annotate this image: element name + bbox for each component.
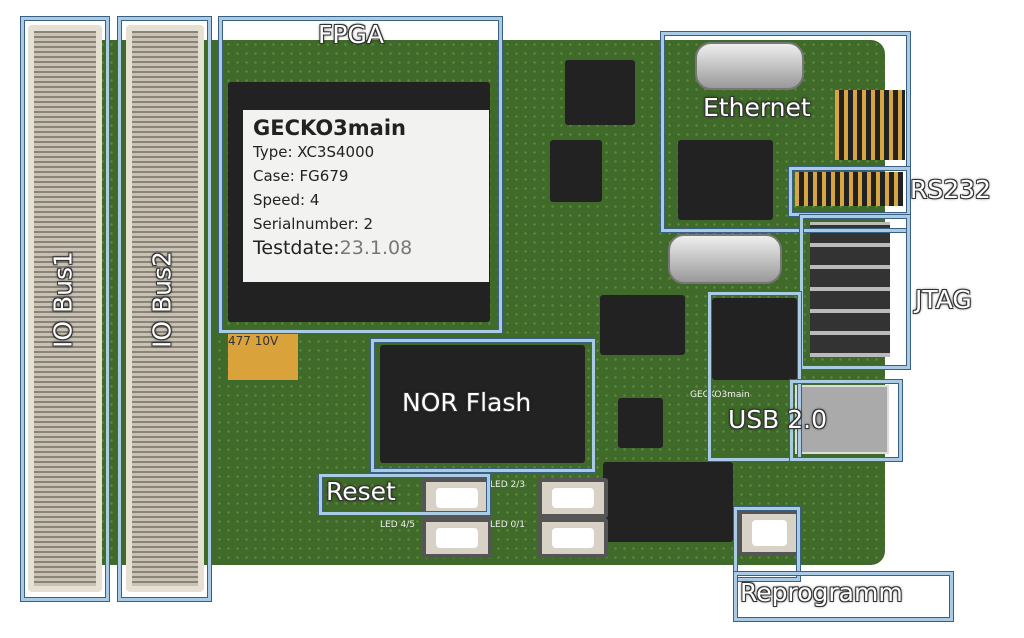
sticker-serial: Serialnumber: 2 (253, 215, 374, 233)
dip-switch (603, 462, 733, 542)
small-chip (550, 140, 602, 202)
regulator-chip (565, 60, 635, 125)
usb-label: USB 2.0 (728, 405, 828, 434)
nor-flash-label: NOR Flash (402, 388, 532, 417)
button-4[interactable] (538, 518, 608, 558)
reset-box (319, 474, 490, 515)
io-bus1-box (21, 17, 109, 601)
crystal-usb (668, 234, 782, 284)
reprogramm-button[interactable] (738, 510, 801, 556)
jtag-label: JTAG (915, 285, 972, 314)
fpga-sticker: GECKO3main Type: XC3S4000 Case: FG679 Sp… (243, 110, 489, 282)
silk-led01: LED 0/1 (490, 520, 525, 530)
sticker-type: Type: XC3S4000 (253, 143, 375, 161)
jtag-header (810, 222, 890, 357)
sticker-case: Case: FG679 (253, 167, 349, 185)
io-bus1-label: IO Bus1 (48, 251, 78, 348)
silk-led45: LED 4/5 (380, 520, 415, 530)
sticker-testdate-label: Testdate: (253, 237, 340, 259)
ethernet-chip (678, 140, 773, 220)
usb-chip (712, 298, 797, 380)
reprogramm-button-box (734, 507, 800, 581)
silk-board: GECKO3main (690, 390, 750, 400)
ethernet-box (661, 32, 910, 232)
button-2[interactable] (422, 518, 492, 558)
usb-connector (795, 385, 889, 454)
sticker-title: GECKO3main (253, 116, 406, 140)
capacitor-text: 477 10V (228, 334, 279, 348)
usb-chip-box (708, 292, 801, 461)
usb-connector-box (790, 380, 902, 461)
io-bus2-box (118, 17, 211, 601)
nor-flash-box (371, 339, 595, 472)
capacitor: 477 10V (228, 330, 298, 380)
io-bus2-connector (126, 25, 204, 592)
rs232-box (789, 167, 910, 216)
rs232-header (795, 172, 903, 206)
nor-flash-chip (380, 345, 585, 463)
sticker-speed: Speed: 4 (253, 191, 320, 209)
reset-button[interactable] (422, 478, 492, 518)
crystal-ethernet (695, 42, 804, 90)
button-3[interactable] (538, 478, 608, 518)
jtag-box (800, 215, 910, 369)
reset-label: Reset (326, 477, 396, 506)
ethernet-header (835, 90, 905, 160)
fpga-box (219, 17, 502, 333)
reprogramm-box (734, 572, 953, 621)
memory-chip (600, 295, 685, 355)
small-chip-2 (618, 398, 663, 448)
ethernet-label: Ethernet (703, 93, 811, 122)
rs232-label: RS232 (910, 175, 991, 204)
silk-led23: LED 2/3 (490, 480, 525, 490)
io-bus1-connector (28, 25, 102, 592)
fpga-label: FPGA (318, 20, 384, 49)
reprogramm-label: Reprogramm (740, 578, 903, 607)
sticker-testdate-value: 23.1.08 (339, 237, 413, 259)
io-bus2-label: IO Bus2 (147, 251, 177, 348)
